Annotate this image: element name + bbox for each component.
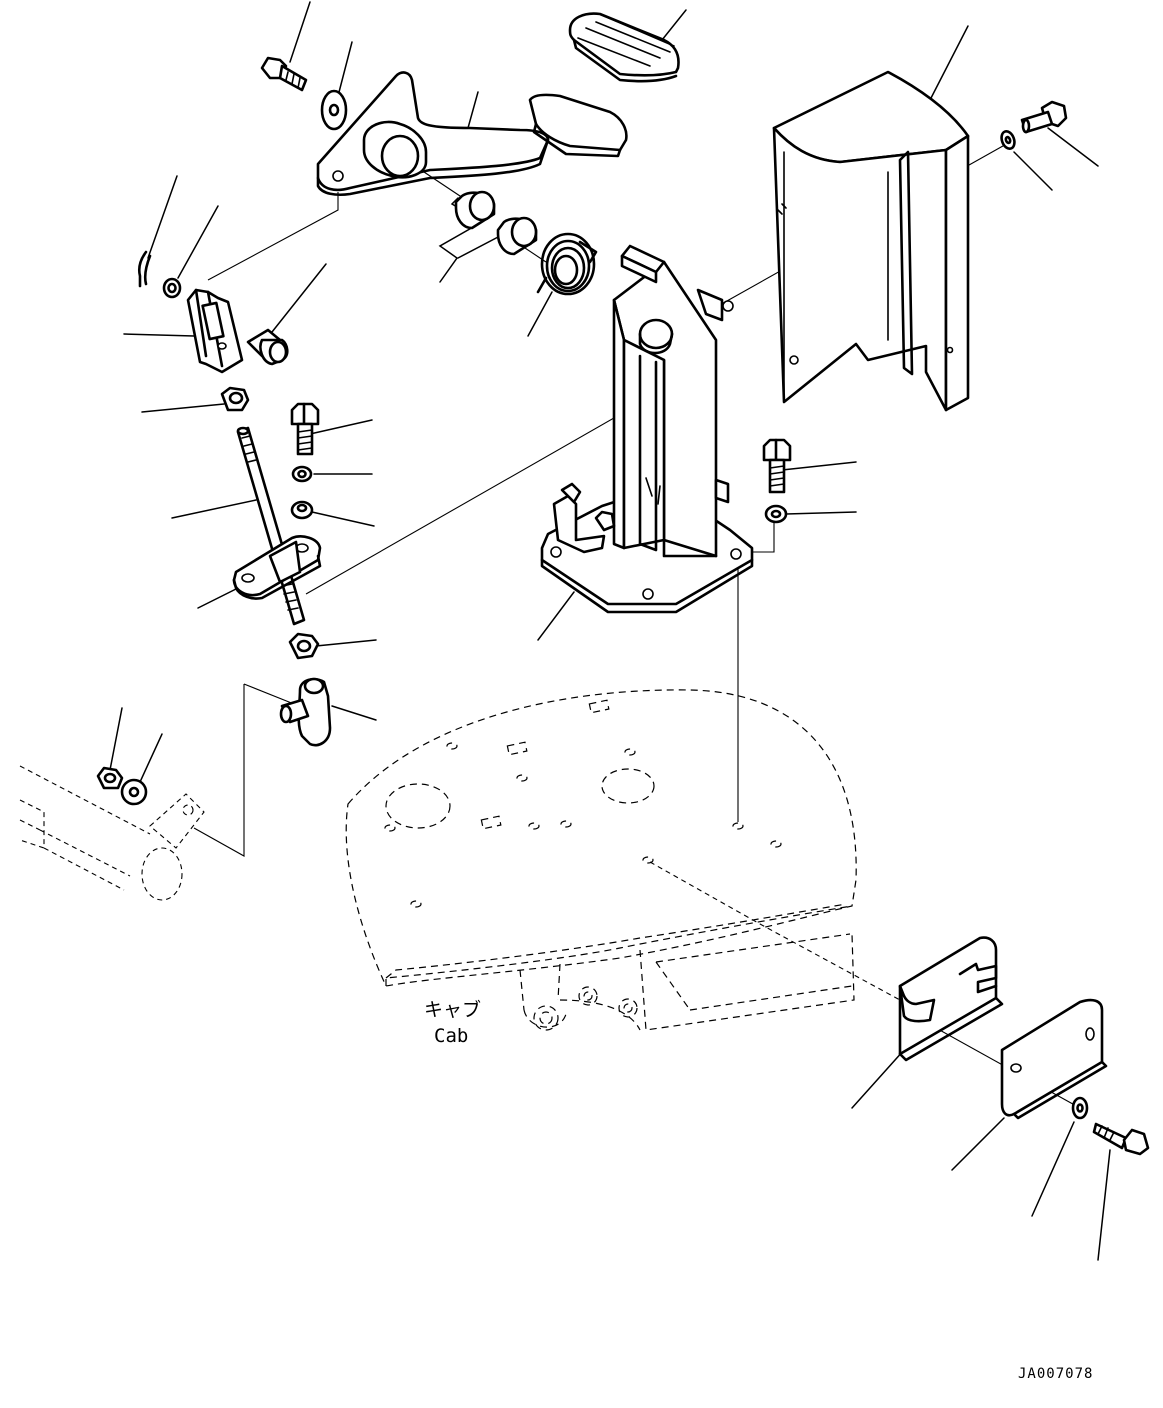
cover-washer (1000, 129, 1016, 151)
cab-label-english: Cab (434, 1025, 468, 1047)
spring-washer-mid (291, 465, 313, 483)
nut-lower-left (96, 766, 124, 790)
cab-floor-plate (345, 689, 857, 1031)
lock-nut-lower (288, 632, 320, 660)
drawing-code: JA007078 (1018, 1366, 1093, 1382)
washer-top-left (320, 89, 348, 131)
pedal-cover (772, 70, 970, 412)
bolt-top-left (260, 56, 308, 92)
bolt-lower-right (1092, 1122, 1150, 1156)
bolt-bracket-right (762, 438, 792, 494)
washer-lower-right (1071, 1096, 1089, 1120)
shim-slotted (898, 936, 1004, 1062)
ball-joint (279, 677, 332, 747)
leader-lines (109, 1, 1111, 1261)
washer-lower-left (120, 778, 148, 806)
clevis-pin (246, 328, 289, 366)
cab-label-japanese: キャブ (424, 998, 481, 1021)
shim-plate (1000, 998, 1108, 1120)
pedal-pad-top (568, 12, 680, 83)
cover-bolt (1020, 100, 1068, 134)
washer-bracket-right (764, 504, 788, 524)
cotter-pin (137, 250, 152, 288)
left-frame-pipe (19, 765, 205, 901)
bushings (454, 190, 538, 256)
return-spring (536, 232, 598, 296)
lock-nut-upper (220, 386, 250, 412)
pedal-arm (316, 71, 628, 197)
rod-flange (232, 535, 322, 600)
hex-bolt-mid (290, 402, 320, 456)
pedal-bracket (540, 244, 754, 614)
clevis (186, 288, 244, 374)
washer-small-left (162, 277, 182, 299)
plain-washer-mid (290, 500, 314, 520)
